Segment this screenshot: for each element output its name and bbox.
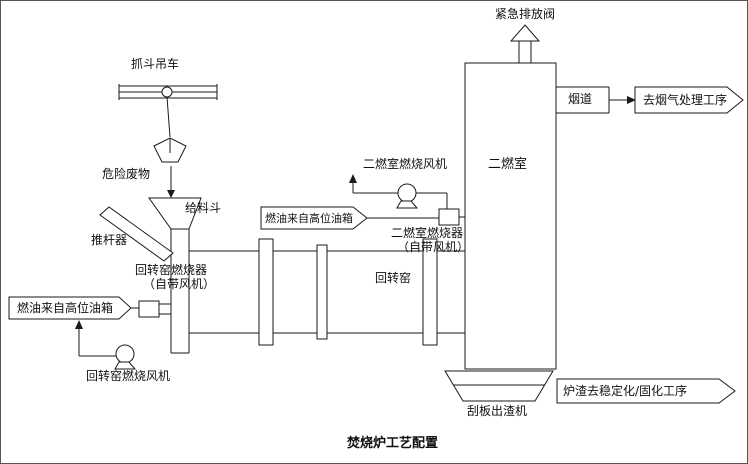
sec-fan-duct xyxy=(349,174,448,209)
rotary-kiln-shape xyxy=(188,238,466,346)
emergency-valve-icon xyxy=(509,24,541,63)
fuel-banner-mid-shape xyxy=(260,206,439,230)
kiln-burner-label-2: （自带风机） xyxy=(143,277,216,291)
feed-hopper-label: 给料斗 xyxy=(185,201,222,215)
sec-chamber-shape xyxy=(464,62,557,370)
grab-bucket-icon xyxy=(153,137,187,163)
waste-drop-arrow xyxy=(167,166,175,198)
flue-label: 烟道 xyxy=(568,92,593,106)
slag-banner-text: 炉渣去稳定化/固化工序 xyxy=(563,384,688,398)
sec-burner-box xyxy=(438,208,465,226)
diagram-title: 焚烧炉工艺配置 xyxy=(347,436,439,451)
sec-burner-label-2: （自带风机） xyxy=(397,240,470,254)
slag-conveyor-shape xyxy=(444,370,554,402)
kiln-fan-icon xyxy=(114,344,137,370)
sec-fan-icon xyxy=(396,183,419,209)
flue-arrow xyxy=(609,96,636,104)
slag-banner-shape xyxy=(556,378,736,404)
kiln-burner-label-1: 回转窑燃烧器 xyxy=(135,263,208,277)
emergency-valve-label: 紧急排放阀 xyxy=(495,7,556,21)
crane-beam xyxy=(118,84,218,100)
sec-chamber-label: 二燃室 xyxy=(488,157,528,172)
fuel-banner-mid-text: 燃油来自高位油箱 xyxy=(265,212,353,225)
fuel-banner-left-shape xyxy=(8,296,132,320)
pusher-shape xyxy=(99,206,174,262)
kiln-fan-duct xyxy=(75,320,116,357)
flue-banner-shape xyxy=(634,86,744,114)
kiln-fan-label: 回转窑燃烧风机 xyxy=(86,369,171,383)
kiln-burner-box xyxy=(131,300,171,318)
grab-crane-label: 抓斗吊车 xyxy=(131,57,180,71)
sec-burner-label-1: 二燃室燃烧器 xyxy=(391,226,464,240)
sec-fan-label: 二燃室燃烧风机 xyxy=(363,157,448,171)
slag-conveyor-label: 刮板出渣机 xyxy=(467,404,528,418)
pusher-label: 推杆器 xyxy=(91,233,128,247)
rotary-kiln-label: 回转窑 xyxy=(375,271,412,285)
flue-gas-banner-text: 去烟气处理工序 xyxy=(643,93,728,107)
hazardous-waste-label: 危险废物 xyxy=(102,167,151,181)
fuel-banner-left-text: 燃油来自高位油箱 xyxy=(17,301,114,315)
crane-trolley-icon xyxy=(161,86,173,138)
